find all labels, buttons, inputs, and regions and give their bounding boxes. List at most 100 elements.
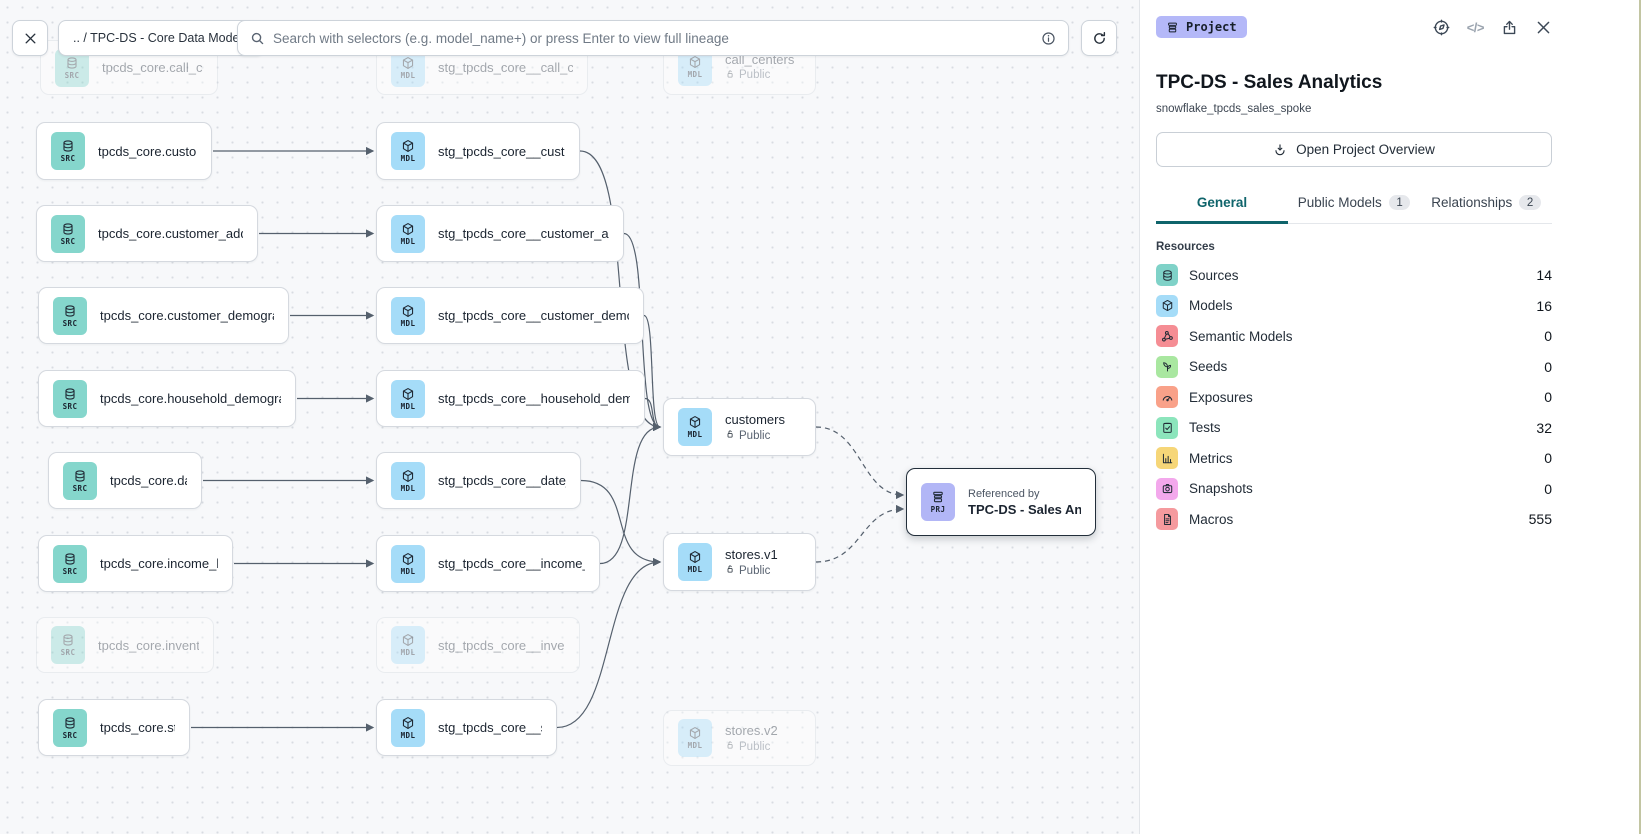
resource-row-metrics[interactable]: Metrics0 xyxy=(1156,443,1552,474)
tab-label: General xyxy=(1197,195,1247,210)
node-texts: stg_tpcds_core__call_center xyxy=(438,60,573,75)
resource-count: 0 xyxy=(1544,328,1552,344)
resource-row-exposures[interactable]: Exposures 0 xyxy=(1156,382,1552,413)
node-texts: tpcds_core.customer_demographics xyxy=(100,308,274,323)
resource-row-snapshots[interactable]: Snapshots0 xyxy=(1156,474,1552,505)
node-label: stg_tpcds_core__customer_address xyxy=(438,226,609,241)
node-date_dim_src[interactable]: SRCtpcds_core.date_dim xyxy=(48,452,202,509)
resource-label: Exposures xyxy=(1189,390,1533,405)
node-label: tpcds_core.customer_address xyxy=(98,226,243,241)
open-project-overview-button[interactable]: Open Project Overview xyxy=(1156,132,1552,167)
resource-label: Semantic Models xyxy=(1189,329,1533,344)
node-household_demographics_mdl[interactable]: MDLstg_tpcds_core__household_demogr… xyxy=(376,370,645,427)
tab-label: Relationships xyxy=(1431,195,1512,210)
project-detail-panel: Project </> TPC-DS - Sales Analytics s xyxy=(1139,0,1648,834)
window-edge-divider xyxy=(1639,0,1641,834)
semantic-icon xyxy=(1156,325,1178,347)
node-label: stg_tpcds_core__inventory xyxy=(438,638,565,653)
lineage-search xyxy=(237,20,1069,56)
node-label: tpcds_core.household_demographics xyxy=(100,391,281,406)
node-prj[interactable]: PRJReferenced byTPC-DS - Sales Analytics xyxy=(906,468,1096,536)
node-customer_address_mdl[interactable]: MDLstg_tpcds_core__customer_address xyxy=(376,205,624,262)
lock-open-icon xyxy=(725,429,735,442)
resource-row-semantic-models[interactable]: Semantic Models 0 xyxy=(1156,321,1552,352)
refresh-lineage-button[interactable] xyxy=(1081,20,1117,56)
tab-general[interactable]: General xyxy=(1156,189,1288,224)
cube-icon: MDL xyxy=(678,543,712,581)
node-stores_v2_pub[interactable]: MDL stores.v2Public xyxy=(663,710,816,766)
code-view-button[interactable]: </> xyxy=(1467,20,1484,35)
node-texts: tpcds_core.store xyxy=(100,720,175,735)
node-texts: stg_tpcds_core__customer_address xyxy=(438,226,609,241)
node-texts: tpcds_core.call_center xyxy=(102,60,203,75)
cube-icon: MDL xyxy=(391,545,425,583)
node-customer_demographics_mdl[interactable]: MDL stg_tpcds_core__customer_demogra… xyxy=(376,287,644,344)
cube-icon xyxy=(1156,295,1178,317)
search-input[interactable] xyxy=(273,31,1033,46)
node-customers_pub[interactable]: MDLcustomersPublic xyxy=(663,398,816,456)
cube-icon: MDL xyxy=(391,462,425,500)
database-icon: SRC xyxy=(51,215,85,253)
close-panel-button[interactable] xyxy=(1535,19,1552,36)
node-label: stores.v2 xyxy=(725,723,778,738)
resource-count: 32 xyxy=(1536,420,1552,436)
resource-row-sources[interactable]: Sources14 xyxy=(1156,260,1552,291)
tab-public-models[interactable]: Public Models1 xyxy=(1288,189,1420,224)
node-customer_src[interactable]: SRCtpcds_core.customer xyxy=(36,122,212,180)
cube-icon: MDL xyxy=(391,297,425,335)
node-store_mdl[interactable]: MDL stg_tpcds_core__store xyxy=(376,699,557,756)
node-referenced-by-label: Referenced by xyxy=(968,488,1081,500)
node-customer_address_src[interactable]: SRC tpcds_core.customer_address xyxy=(36,205,258,262)
explore-compass-button[interactable] xyxy=(1433,19,1450,36)
lock-open-icon xyxy=(725,564,735,577)
resource-label: Snapshots xyxy=(1189,481,1533,496)
resource-count: 0 xyxy=(1544,389,1552,405)
resource-row-macros[interactable]: Macros555 xyxy=(1156,504,1552,535)
node-income_band_mdl[interactable]: MDL stg_tpcds_core__income_band xyxy=(376,535,600,592)
node-label: tpcds_core.call_center xyxy=(102,60,203,75)
node-texts: stores.v1Public xyxy=(725,547,778,577)
close-lineage-button[interactable] xyxy=(12,20,48,56)
node-texts: stores.v2Public xyxy=(725,723,778,753)
node-household_demographics_src[interactable]: SRCtpcds_core.household_demographics xyxy=(38,370,296,427)
lock-open-icon xyxy=(725,69,735,82)
database-icon: SRC xyxy=(53,709,87,747)
info-icon[interactable] xyxy=(1041,31,1056,46)
node-customer_mdl[interactable]: MDLstg_tpcds_core__customer xyxy=(376,122,580,180)
node-label: stg_tpcds_core__call_center xyxy=(438,60,573,75)
node-inventory_src[interactable]: SRC tpcds_core.inventory xyxy=(36,617,214,673)
resource-row-models[interactable]: Models16 xyxy=(1156,291,1552,322)
resource-row-seeds[interactable]: Seeds0 xyxy=(1156,352,1552,383)
node-customer_demographics_src[interactable]: SRCtpcds_core.customer_demographics xyxy=(38,287,289,344)
tab-relationships[interactable]: Relationships 2 xyxy=(1420,189,1552,224)
node-texts: stg_tpcds_core__store xyxy=(438,720,542,735)
node-stores_v1_pub[interactable]: MDL stores.v1Public xyxy=(663,533,816,591)
refresh-icon xyxy=(1092,31,1107,46)
database-icon: SRC xyxy=(51,132,85,170)
node-inventory_mdl[interactable]: MDL stg_tpcds_core__inventory xyxy=(376,617,580,673)
tab-count-badge: 2 xyxy=(1519,195,1540,210)
resource-row-tests[interactable]: Tests32 xyxy=(1156,413,1552,444)
overview-button-label: Open Project Overview xyxy=(1296,142,1435,157)
cube-icon: MDL xyxy=(391,709,425,747)
node-texts: tpcds_core.inventory xyxy=(98,638,199,653)
node-store_src[interactable]: SRC tpcds_core.store xyxy=(38,699,190,756)
database-icon: SRC xyxy=(51,626,85,664)
resource-count: 0 xyxy=(1544,359,1552,375)
breadcrumb[interactable]: .. / TPC-DS - Core Data Models xyxy=(58,20,264,56)
node-label: stg_tpcds_core__income_band xyxy=(438,556,585,571)
resource-count: 16 xyxy=(1536,298,1552,314)
close-icon xyxy=(23,31,38,46)
resource-label: Macros xyxy=(1189,512,1518,527)
cube-icon: MDL xyxy=(391,626,425,664)
database-icon xyxy=(1156,264,1178,286)
node-income_band_src[interactable]: SRCtpcds_core.income_band xyxy=(38,535,233,592)
lineage-canvas[interactable]: SRCtpcds_core.call_centerMDLstg_tpcds_co… xyxy=(0,0,1139,834)
node-date_dim_mdl[interactable]: MDLstg_tpcds_core__date_dim xyxy=(376,452,581,509)
node-label: customers xyxy=(725,412,785,427)
tab-label: Public Models xyxy=(1298,195,1382,210)
share-button[interactable] xyxy=(1501,19,1518,36)
cube-icon: MDL xyxy=(678,719,712,757)
node-label: stg_tpcds_core__customer_demogra… xyxy=(438,308,629,323)
node-texts: customersPublic xyxy=(725,412,785,442)
